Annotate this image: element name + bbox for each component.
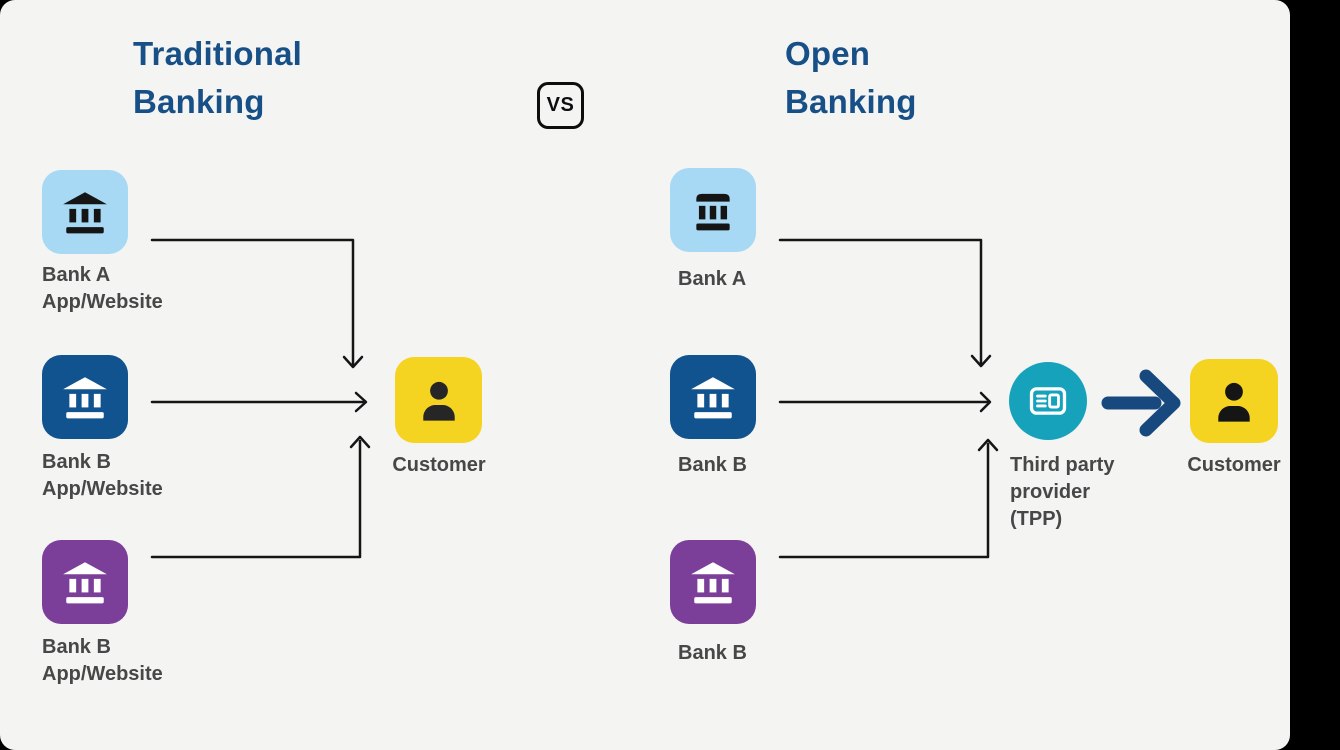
bank-icon: [63, 377, 107, 419]
arrow-bankC-to-customer: [150, 439, 362, 559]
arrowhead-up: [349, 435, 371, 449]
arrow-bankC-to-tpp: [778, 442, 990, 559]
title-line2: Banking: [785, 83, 917, 120]
title-line1: Open: [785, 35, 871, 72]
tpp-to-customer-arrow: [1101, 369, 1181, 437]
bank-a-tile-left: [42, 170, 128, 254]
bank-name: Bank A: [42, 264, 111, 286]
arrowhead-right: [354, 391, 368, 413]
bank-c-tile-right: [670, 540, 756, 624]
bank-sublabel: App/Website: [42, 291, 163, 313]
bank-icon: [63, 192, 107, 234]
bank-c-label-left: Bank B App/Website: [42, 634, 163, 688]
arrow-bankA-to-tpp: [778, 238, 983, 365]
bank-c-label-right: Bank B: [678, 642, 747, 664]
customer-tile-left: [395, 357, 482, 443]
tpp-circle: [1009, 362, 1087, 440]
person-icon: [1218, 382, 1250, 422]
bank-a-tile-right: [670, 168, 756, 252]
vs-badge: VS: [537, 82, 584, 129]
bank-name: Bank B: [42, 451, 111, 473]
bank-a-label-right: Bank A: [678, 268, 747, 290]
arrowhead-down: [970, 354, 992, 368]
bank-sublabel: App/Website: [42, 663, 163, 685]
person-icon: [422, 381, 455, 421]
arrowhead-up: [977, 438, 999, 452]
bank-sublabel: App/Website: [42, 478, 163, 500]
bank-icon: [63, 562, 107, 604]
bank-c-tile-left: [42, 540, 128, 624]
bank-icon: [691, 377, 735, 419]
vs-label: VS: [546, 94, 575, 116]
title-line2: Banking: [133, 83, 265, 120]
customer-tile-right: [1190, 359, 1278, 443]
bank-b-tile-right: [670, 355, 756, 439]
bank-b-tile-left: [42, 355, 128, 439]
arrowhead-right: [979, 391, 992, 413]
bank-icon: [691, 562, 735, 604]
bank-b-label-right: Bank B: [678, 454, 747, 476]
title-line1: Traditional: [133, 35, 303, 72]
arrowhead-down: [342, 355, 364, 369]
bank-name: Bank B: [42, 636, 111, 658]
tpp-label: Third party provider (TPP): [1010, 454, 1115, 530]
bank-icon: [696, 193, 730, 231]
bank-b-label-left: Bank B App/Website: [42, 449, 163, 503]
bank-a-label-left: Bank A App/Website: [42, 262, 163, 316]
provider-card-icon: [1029, 387, 1067, 415]
customer-label-right: Customer: [1187, 454, 1281, 476]
customer-label-left: Customer: [392, 454, 486, 476]
arrow-bankA-to-customer: [150, 238, 355, 366]
